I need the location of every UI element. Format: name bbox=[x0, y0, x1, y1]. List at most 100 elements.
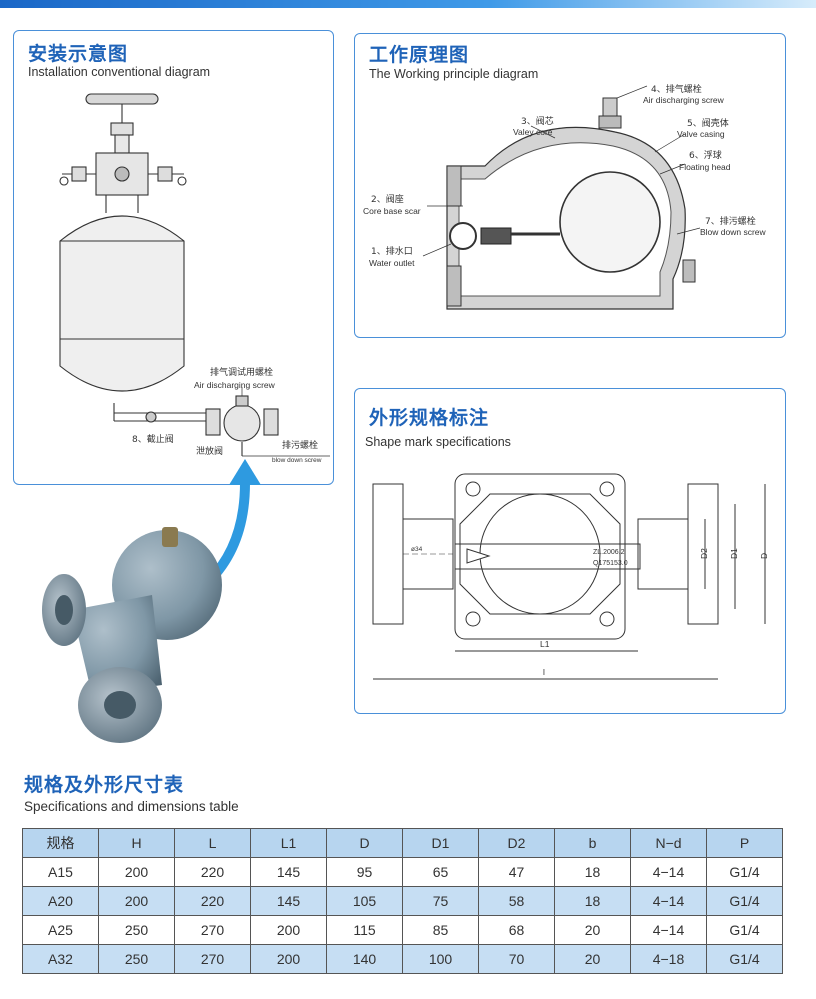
part-4-en: Air discharging screw bbox=[643, 95, 725, 105]
table-cell: 200 bbox=[250, 915, 327, 945]
working-principle-diagram bbox=[422, 85, 701, 310]
col-header-nd: N−d bbox=[630, 828, 707, 858]
col-header-d1: D1 bbox=[402, 828, 479, 858]
part-2-en: Core base scar bbox=[363, 206, 421, 216]
installation-panel: 安装示意图 Installation conventional diagram bbox=[13, 30, 334, 485]
air-screw-label-en: Air discharging screw bbox=[194, 380, 276, 390]
col-header-model: 规格 bbox=[22, 828, 99, 858]
working-title-cn: 工作原理图 bbox=[369, 44, 470, 66]
table-cell: A25 bbox=[22, 915, 99, 945]
col-header-d2: D2 bbox=[478, 828, 555, 858]
table-cell: 145 bbox=[250, 886, 327, 916]
part-7-cn: 7、排污螺栓 bbox=[705, 215, 756, 227]
table-row: A20 200 220 145 105 75 58 18 4−14 G1/4 bbox=[22, 886, 783, 916]
table-cell: 220 bbox=[174, 857, 251, 887]
col-header-l1: L1 bbox=[250, 828, 327, 858]
part-6-cn: 6、浮球 bbox=[689, 149, 722, 161]
table-cell: 140 bbox=[326, 944, 403, 974]
table-cell: 4−14 bbox=[630, 886, 707, 916]
part-3-en: Valey core bbox=[513, 127, 553, 137]
table-cell: 4−14 bbox=[630, 857, 707, 887]
table-cell: 95 bbox=[326, 857, 403, 887]
spec-title-en: Specifications and dimensions table bbox=[24, 799, 239, 814]
shape-title-cn: 外形规格标注 bbox=[369, 407, 490, 429]
dim-d: D bbox=[759, 553, 769, 559]
part-5-cn: 5、阀壳体 bbox=[687, 117, 729, 129]
plate-line-1: ZL.2006.2 bbox=[593, 549, 625, 556]
part-2-cn: 2、阀座 bbox=[371, 193, 404, 205]
table-cell: G1/4 bbox=[706, 944, 783, 974]
table-row: A15 200 220 145 95 65 47 18 4−14 G1/4 bbox=[22, 857, 783, 887]
table-cell: 4−18 bbox=[630, 944, 707, 974]
part-4-cn: 4、排气螺栓 bbox=[651, 83, 702, 95]
table-cell: 200 bbox=[250, 944, 327, 974]
table-cell: 105 bbox=[326, 886, 403, 916]
working-principle-panel: 工作原理图 The Working principle diagram 3、阀芯 bbox=[354, 33, 786, 338]
installation-title-cn: 安装示意图 bbox=[28, 43, 129, 65]
inlet-mark: ø34 bbox=[411, 546, 423, 553]
table-cell: G1/4 bbox=[706, 886, 783, 916]
table-cell: 250 bbox=[98, 944, 175, 974]
stop-valve-label: 8、截止阀 bbox=[132, 433, 174, 445]
table-row: A25 250 270 200 115 85 68 20 4−14 G1/4 bbox=[22, 915, 783, 945]
dim-l1: L1 bbox=[540, 639, 550, 649]
part-6-en: Floating head bbox=[679, 162, 731, 172]
table-cell: 200 bbox=[98, 886, 175, 916]
shape-title-en: Shape mark specifications bbox=[365, 435, 511, 449]
table-cell: 200 bbox=[98, 857, 175, 887]
table-cell: 100 bbox=[402, 944, 479, 974]
col-header-p: P bbox=[706, 828, 783, 858]
blowdown-label-cn: 排污螺栓 bbox=[282, 439, 318, 451]
part-5-en: Valve casing bbox=[677, 129, 725, 139]
table-cell: A32 bbox=[22, 944, 99, 974]
spec-title-cn: 规格及外形尺寸表 bbox=[24, 774, 185, 796]
table-cell: 18 bbox=[554, 857, 631, 887]
col-header-h: H bbox=[98, 828, 175, 858]
table-cell: A20 bbox=[22, 886, 99, 916]
top-accent-bar bbox=[0, 0, 816, 8]
table-cell: G1/4 bbox=[706, 915, 783, 945]
installation-diagram bbox=[59, 93, 330, 457]
table-cell: 65 bbox=[402, 857, 479, 887]
dim-d2: D2 bbox=[699, 548, 709, 559]
table-cell: 270 bbox=[174, 944, 251, 974]
installation-title-en: Installation conventional diagram bbox=[28, 65, 211, 79]
table-row: A32 250 270 200 140 100 70 20 4−18 G1/4 bbox=[22, 944, 783, 974]
dim-l: l bbox=[543, 667, 545, 677]
shape-mark-drawing bbox=[372, 473, 766, 680]
table-cell: 18 bbox=[554, 886, 631, 916]
table-cell: 270 bbox=[174, 915, 251, 945]
drain-valve-label: 泄放阀 bbox=[196, 445, 223, 457]
part-7-en: Blow down screw bbox=[700, 227, 767, 237]
table-cell: 75 bbox=[402, 886, 479, 916]
table-cell: 115 bbox=[326, 915, 403, 945]
part-1-cn: 1、排水口 bbox=[371, 245, 413, 257]
table-cell: 68 bbox=[478, 915, 555, 945]
table-cell: 70 bbox=[478, 944, 555, 974]
table-cell: 58 bbox=[478, 886, 555, 916]
table-cell: 145 bbox=[250, 857, 327, 887]
table-cell: 4−14 bbox=[630, 915, 707, 945]
steam-trap-photo bbox=[42, 527, 222, 743]
table-cell: G1/4 bbox=[706, 857, 783, 887]
shape-mark-panel: 外形规格标注 Shape mark specifications L1 l D2… bbox=[354, 388, 786, 714]
table-header-row: 规格 H L L1 D D1 D2 b N−d P bbox=[22, 828, 783, 858]
blowdown-label-en: blow down screw bbox=[272, 457, 322, 464]
table-cell: 20 bbox=[554, 915, 631, 945]
dim-d1: D1 bbox=[729, 548, 739, 559]
table-cell: 250 bbox=[98, 915, 175, 945]
table-cell: 85 bbox=[402, 915, 479, 945]
plate-line-2: Q175153.0 bbox=[593, 560, 628, 567]
table-cell: 220 bbox=[174, 886, 251, 916]
spec-table: 规格 H L L1 D D1 D2 b N−d P A15 200 220 14… bbox=[22, 828, 783, 974]
part-3-cn: 3、阀芯 bbox=[521, 115, 554, 127]
table-cell: 47 bbox=[478, 857, 555, 887]
col-header-d: D bbox=[326, 828, 403, 858]
col-header-l: L bbox=[174, 828, 251, 858]
col-header-b: b bbox=[554, 828, 631, 858]
part-1-en: Water outlet bbox=[369, 258, 415, 268]
air-screw-label-cn: 排气调试用螺栓 bbox=[210, 366, 273, 378]
working-title-en: The Working principle diagram bbox=[369, 67, 539, 81]
table-cell: A15 bbox=[22, 857, 99, 887]
table-cell: 20 bbox=[554, 944, 631, 974]
